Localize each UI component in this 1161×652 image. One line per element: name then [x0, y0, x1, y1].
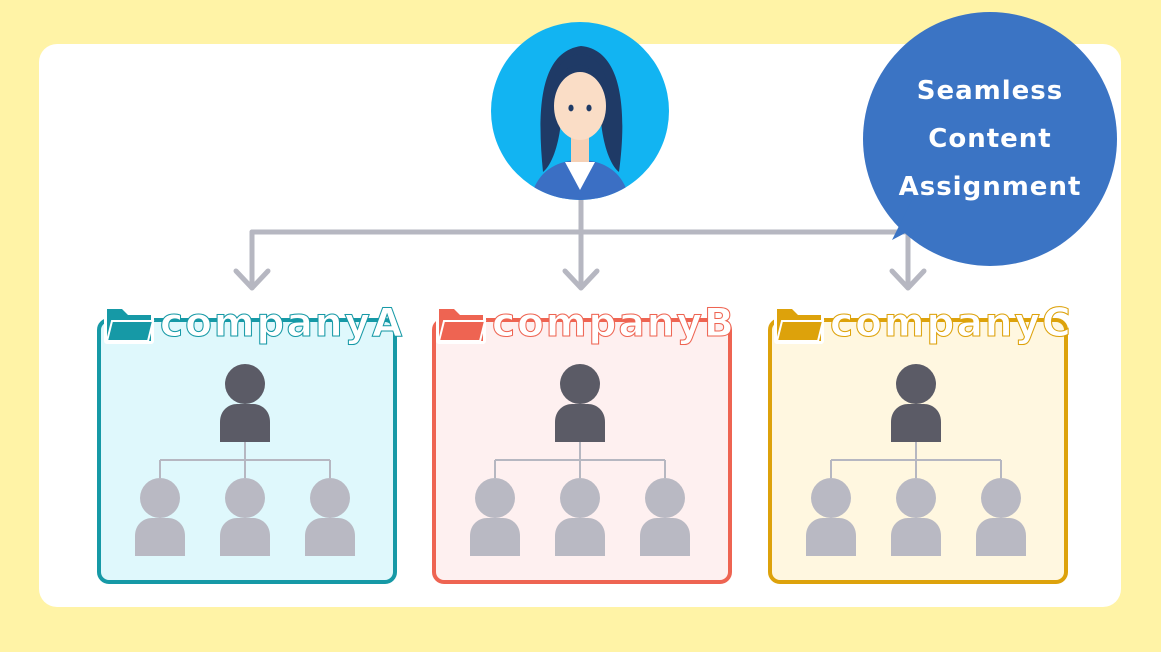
manager-person-icon [555, 364, 605, 442]
company-a-label: companyA [159, 301, 405, 347]
bubble-line-1: Seamless [916, 76, 1064, 106]
woman-avatar-icon [491, 22, 669, 200]
member-person-icon [305, 478, 355, 556]
speech-bubble-tail [892, 196, 926, 240]
member-person-icon [806, 478, 856, 556]
arrow-down-icon [562, 268, 600, 291]
member-person-icon [220, 478, 270, 556]
member-person-icon [135, 478, 185, 556]
company-c-header: companyC [774, 296, 1073, 352]
member-person-icon [976, 478, 1026, 556]
company-c-label: companyC [830, 301, 1073, 347]
arrow-down-icon [233, 268, 271, 291]
company-c-org-chart [806, 364, 1026, 556]
bubble-text: Seamless Content Assignment [880, 67, 1100, 211]
company-b-label: companyB [492, 301, 736, 347]
folder-icon [436, 306, 487, 344]
member-person-icon [470, 478, 520, 556]
member-person-icon [555, 478, 605, 556]
manager-person-icon [891, 364, 941, 442]
arrow-down-icon [889, 268, 927, 291]
folder-icon [774, 306, 825, 344]
bubble-line-2: Content [928, 124, 1052, 154]
bubble-line-3: Assignment [898, 172, 1082, 202]
member-person-icon [640, 478, 690, 556]
folder-icon [104, 306, 155, 344]
manager-person-icon [220, 364, 270, 442]
member-person-icon [891, 478, 941, 556]
company-b-org-chart [470, 364, 690, 556]
company-a-org-chart [135, 364, 355, 556]
company-a-header: companyA [104, 296, 404, 352]
company-b-header: companyB [436, 296, 736, 352]
